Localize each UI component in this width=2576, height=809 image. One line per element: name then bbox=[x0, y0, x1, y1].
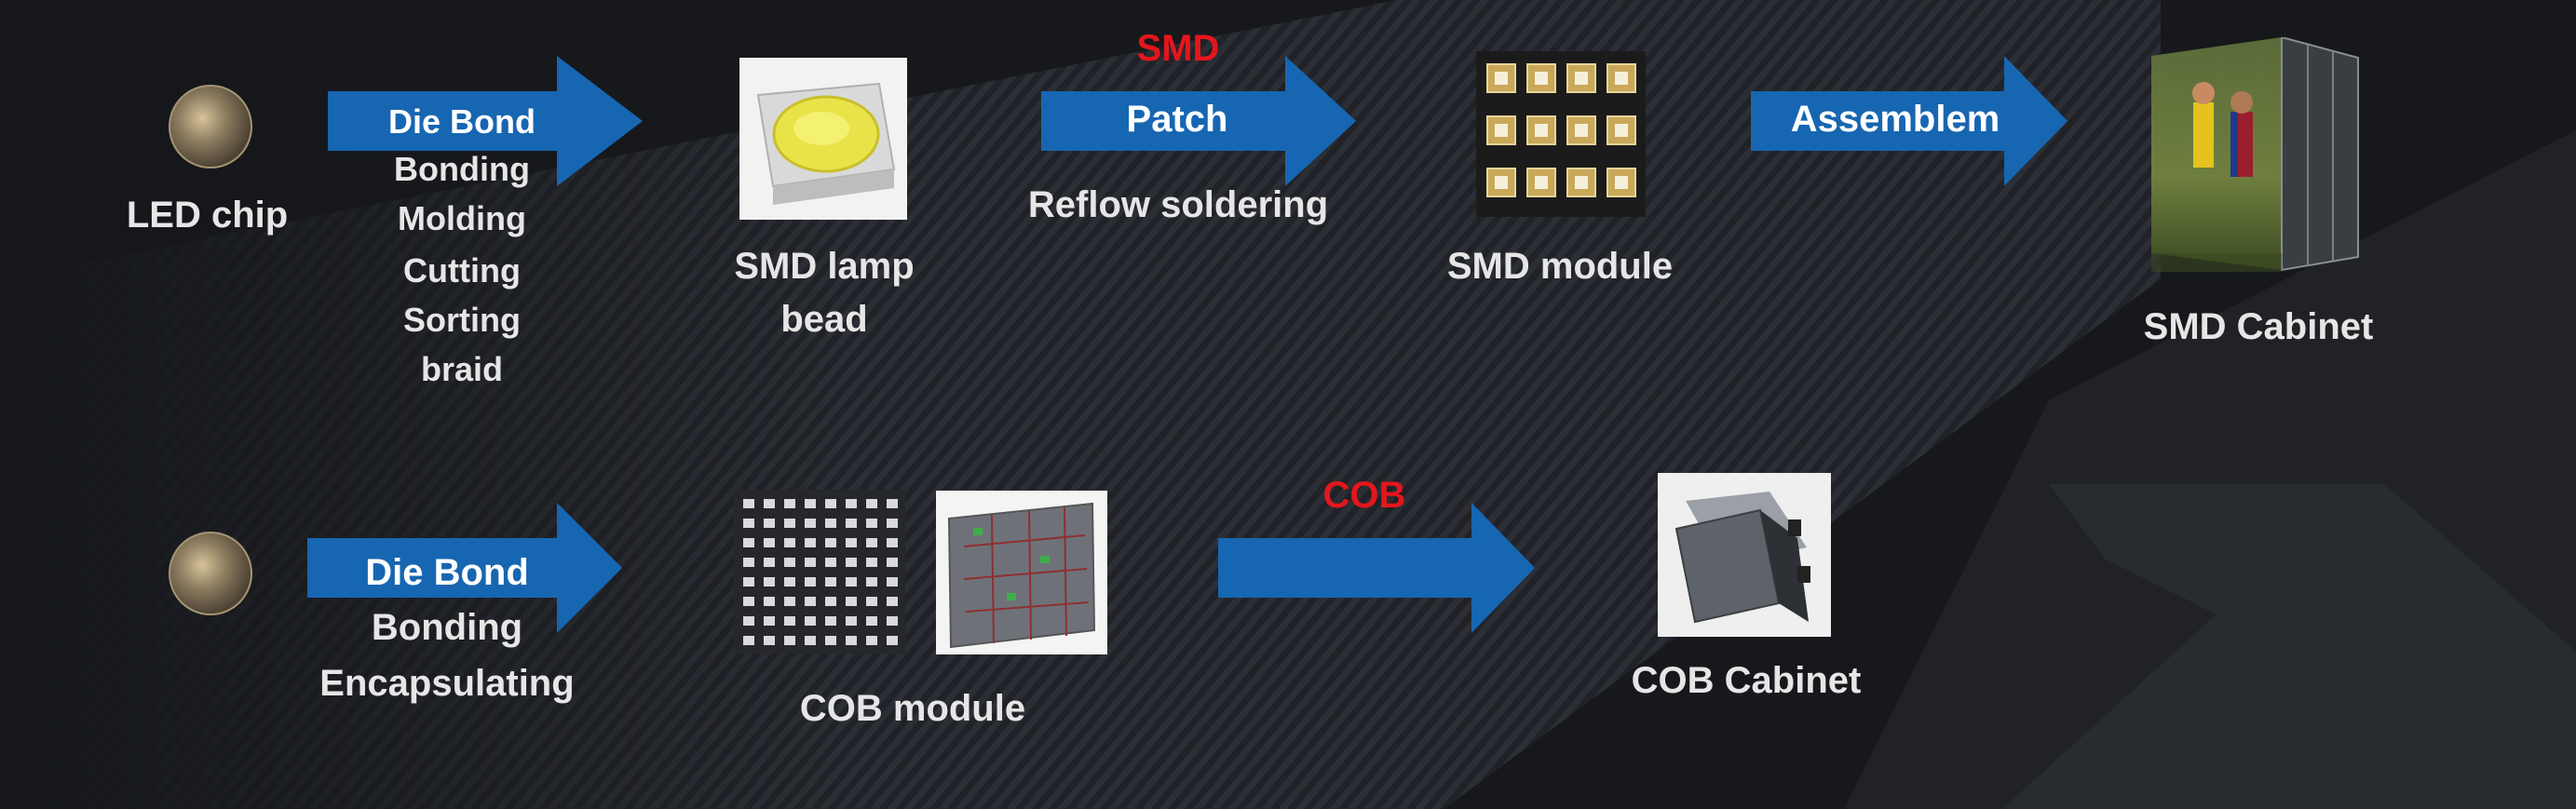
smd-cabinet-label: SMD Cabinet bbox=[2143, 306, 2374, 347]
process-step-molding: Molding bbox=[398, 199, 526, 237]
smd-lamp-bead-label-line2: bead bbox=[780, 299, 868, 340]
smd-lamp-bead-image bbox=[739, 58, 907, 220]
assemblem-label: Assemblem bbox=[1790, 99, 2000, 140]
cob-module-image-front bbox=[734, 490, 905, 654]
led-chip-image-cob bbox=[169, 532, 252, 615]
die-bond-label: Die Bond bbox=[388, 102, 536, 141]
smd-tag: SMD bbox=[1136, 28, 1220, 69]
reflow-soldering-label: Reflow soldering bbox=[1027, 184, 1329, 225]
cob-die-bond-arrow bbox=[307, 503, 622, 633]
led-chip-label: LED chip bbox=[126, 195, 289, 236]
cob-process-step-encapsulating: Encapsulating bbox=[319, 663, 575, 704]
assemblem-arrow bbox=[1751, 56, 2068, 186]
led-chip-image bbox=[169, 85, 252, 169]
cob-cabinet-image bbox=[1658, 473, 1831, 637]
cob-tag: COB bbox=[1322, 475, 1406, 516]
cob-die-bond-label: Die Bond bbox=[365, 552, 529, 593]
patch-arrow bbox=[1041, 56, 1356, 186]
cob-arrow bbox=[1218, 503, 1535, 633]
die-bond-arrow bbox=[328, 56, 643, 186]
cob-module-label: COB module bbox=[799, 688, 1026, 729]
process-step-sorting: Sorting bbox=[403, 301, 521, 339]
process-step-bonding: Bonding bbox=[394, 150, 530, 188]
smd-cabinet-image bbox=[2151, 37, 2359, 272]
patch-label: Patch bbox=[1126, 99, 1228, 140]
cob-cabinet-label: COB Cabinet bbox=[1631, 660, 1862, 701]
background-shape bbox=[1844, 130, 2576, 809]
cob-process-step-bonding: Bonding bbox=[371, 607, 523, 648]
smd-lamp-bead-label-line1: SMD lamp bbox=[734, 246, 915, 287]
cob-module-image-back bbox=[936, 491, 1107, 654]
process-step-cutting: Cutting bbox=[403, 251, 521, 290]
smd-module-image bbox=[1476, 51, 1646, 217]
process-step-braid: braid bbox=[420, 350, 503, 388]
smd-module-label: SMD module bbox=[1446, 246, 1674, 287]
